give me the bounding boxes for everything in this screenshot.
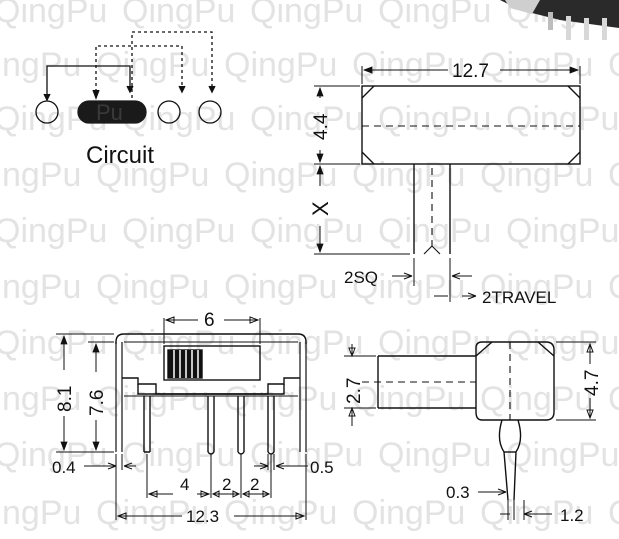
watermark-text: QingPu: [0, 268, 81, 306]
watermark-text: QingPu: [0, 436, 107, 474]
watermark-text: QingPu: [96, 46, 209, 84]
terminal-5-icon: [198, 100, 222, 124]
top-height-dimension: 4.4: [311, 113, 332, 140]
watermark-text: QingPu: [224, 156, 337, 194]
top-view: [314, 66, 581, 302]
watermark-text: QingPu: [96, 380, 209, 418]
watermark-text: QingPu: [122, 212, 235, 250]
slider-contact-icon: [77, 100, 147, 124]
terminal-1-icon: [35, 100, 59, 124]
watermark-text: QingPu: [378, 436, 491, 474]
pin-height-dimension: 7.6: [87, 390, 108, 416]
watermark-text: QingPu: [480, 380, 593, 418]
watermark-text: QingPu: [480, 494, 593, 532]
watermark-text: QingPu: [0, 156, 81, 194]
top-width-dimension: 12.7: [452, 61, 489, 82]
watermark-text: QingPu: [250, 212, 363, 250]
watermark-text: QingPu: [0, 46, 81, 84]
watermark-text: QingPu: [224, 380, 337, 418]
watermark-text: QingPu: [96, 268, 209, 306]
watermark-text: QingPu: [480, 46, 593, 84]
watermark-text: QingPu: [250, 0, 363, 30]
watermark-text: QingPu: [224, 268, 337, 306]
side-view: [344, 341, 596, 520]
pin-offset-dimension: 1.2: [560, 506, 584, 525]
lever-width-dimension: 6: [204, 310, 215, 331]
watermark-text: QingPu: [608, 46, 619, 84]
pitch-b-dimension: 2: [250, 475, 259, 494]
circuit-diagram: [35, 31, 222, 124]
watermark-text: QingPu: [506, 100, 619, 138]
watermark-text: QingPu: [506, 212, 619, 250]
circuit-label: Circuit: [86, 142, 154, 169]
watermark-text: QingPu: [0, 0, 107, 30]
watermark-text: QingPu: [506, 324, 619, 362]
pin-thickness-dimension: 0.3: [446, 483, 470, 502]
watermark-text: QingPu: [0, 212, 107, 250]
watermark-text: QingPu: [122, 436, 235, 474]
pin-width-dimension: 0.4: [52, 458, 76, 477]
lever-height-dimension: 2.7: [344, 378, 365, 404]
watermark-text: QingPu: [0, 380, 81, 418]
pitch-outer-dimension: 4: [180, 475, 189, 494]
lever-square-dimension: 2SQ: [344, 268, 378, 287]
watermark-text: QingPu: [0, 494, 81, 532]
product-photo-icon: [500, 0, 619, 40]
terminal-4-icon: [157, 100, 181, 124]
watermark-text: QingPu: [96, 156, 209, 194]
watermark-text: QingPu: [378, 100, 491, 138]
lever-length-dimension: X: [308, 201, 333, 216]
watermark-text: QingPu: [122, 0, 235, 30]
watermark-text: QingPu: [250, 436, 363, 474]
overall-height-dimension: 8.1: [55, 386, 76, 412]
watermark-text: QingPu: [506, 436, 619, 474]
watermark-text: QingPu: [608, 494, 619, 532]
watermark-text: QingPu: [96, 494, 209, 532]
watermark-text: QingPu: [378, 0, 491, 30]
watermark-text: QingPu: [352, 380, 465, 418]
watermark-text: QingPu: [224, 494, 337, 532]
watermark-text: QingPu: [250, 100, 363, 138]
watermark-text: QingPu: [0, 324, 107, 362]
watermark-text: QingPu: [608, 268, 619, 306]
slider-text: Pu: [96, 100, 123, 125]
watermark-text: QingPu: [608, 156, 619, 194]
front-view: [56, 316, 308, 520]
watermark-text: QingPu: [608, 380, 619, 418]
body-height-dimension: 4.7: [582, 370, 603, 396]
travel-dimension: 2TRAVEL: [482, 288, 556, 307]
watermark-text: QingPu: [480, 156, 593, 194]
watermark-text: QingPu: [352, 46, 465, 84]
watermark-text: QingPu: [224, 46, 337, 84]
pitch-a-dimension: 2: [222, 475, 231, 494]
watermark-text: QingPu: [352, 156, 465, 194]
watermark-text: QingPu: [378, 212, 491, 250]
pin-gap-dimension: 0.5: [310, 458, 334, 477]
overall-width-dimension: 12.3: [186, 507, 219, 526]
watermark-text: QingPu: [352, 494, 465, 532]
watermark-text: QingPu: [480, 268, 593, 306]
